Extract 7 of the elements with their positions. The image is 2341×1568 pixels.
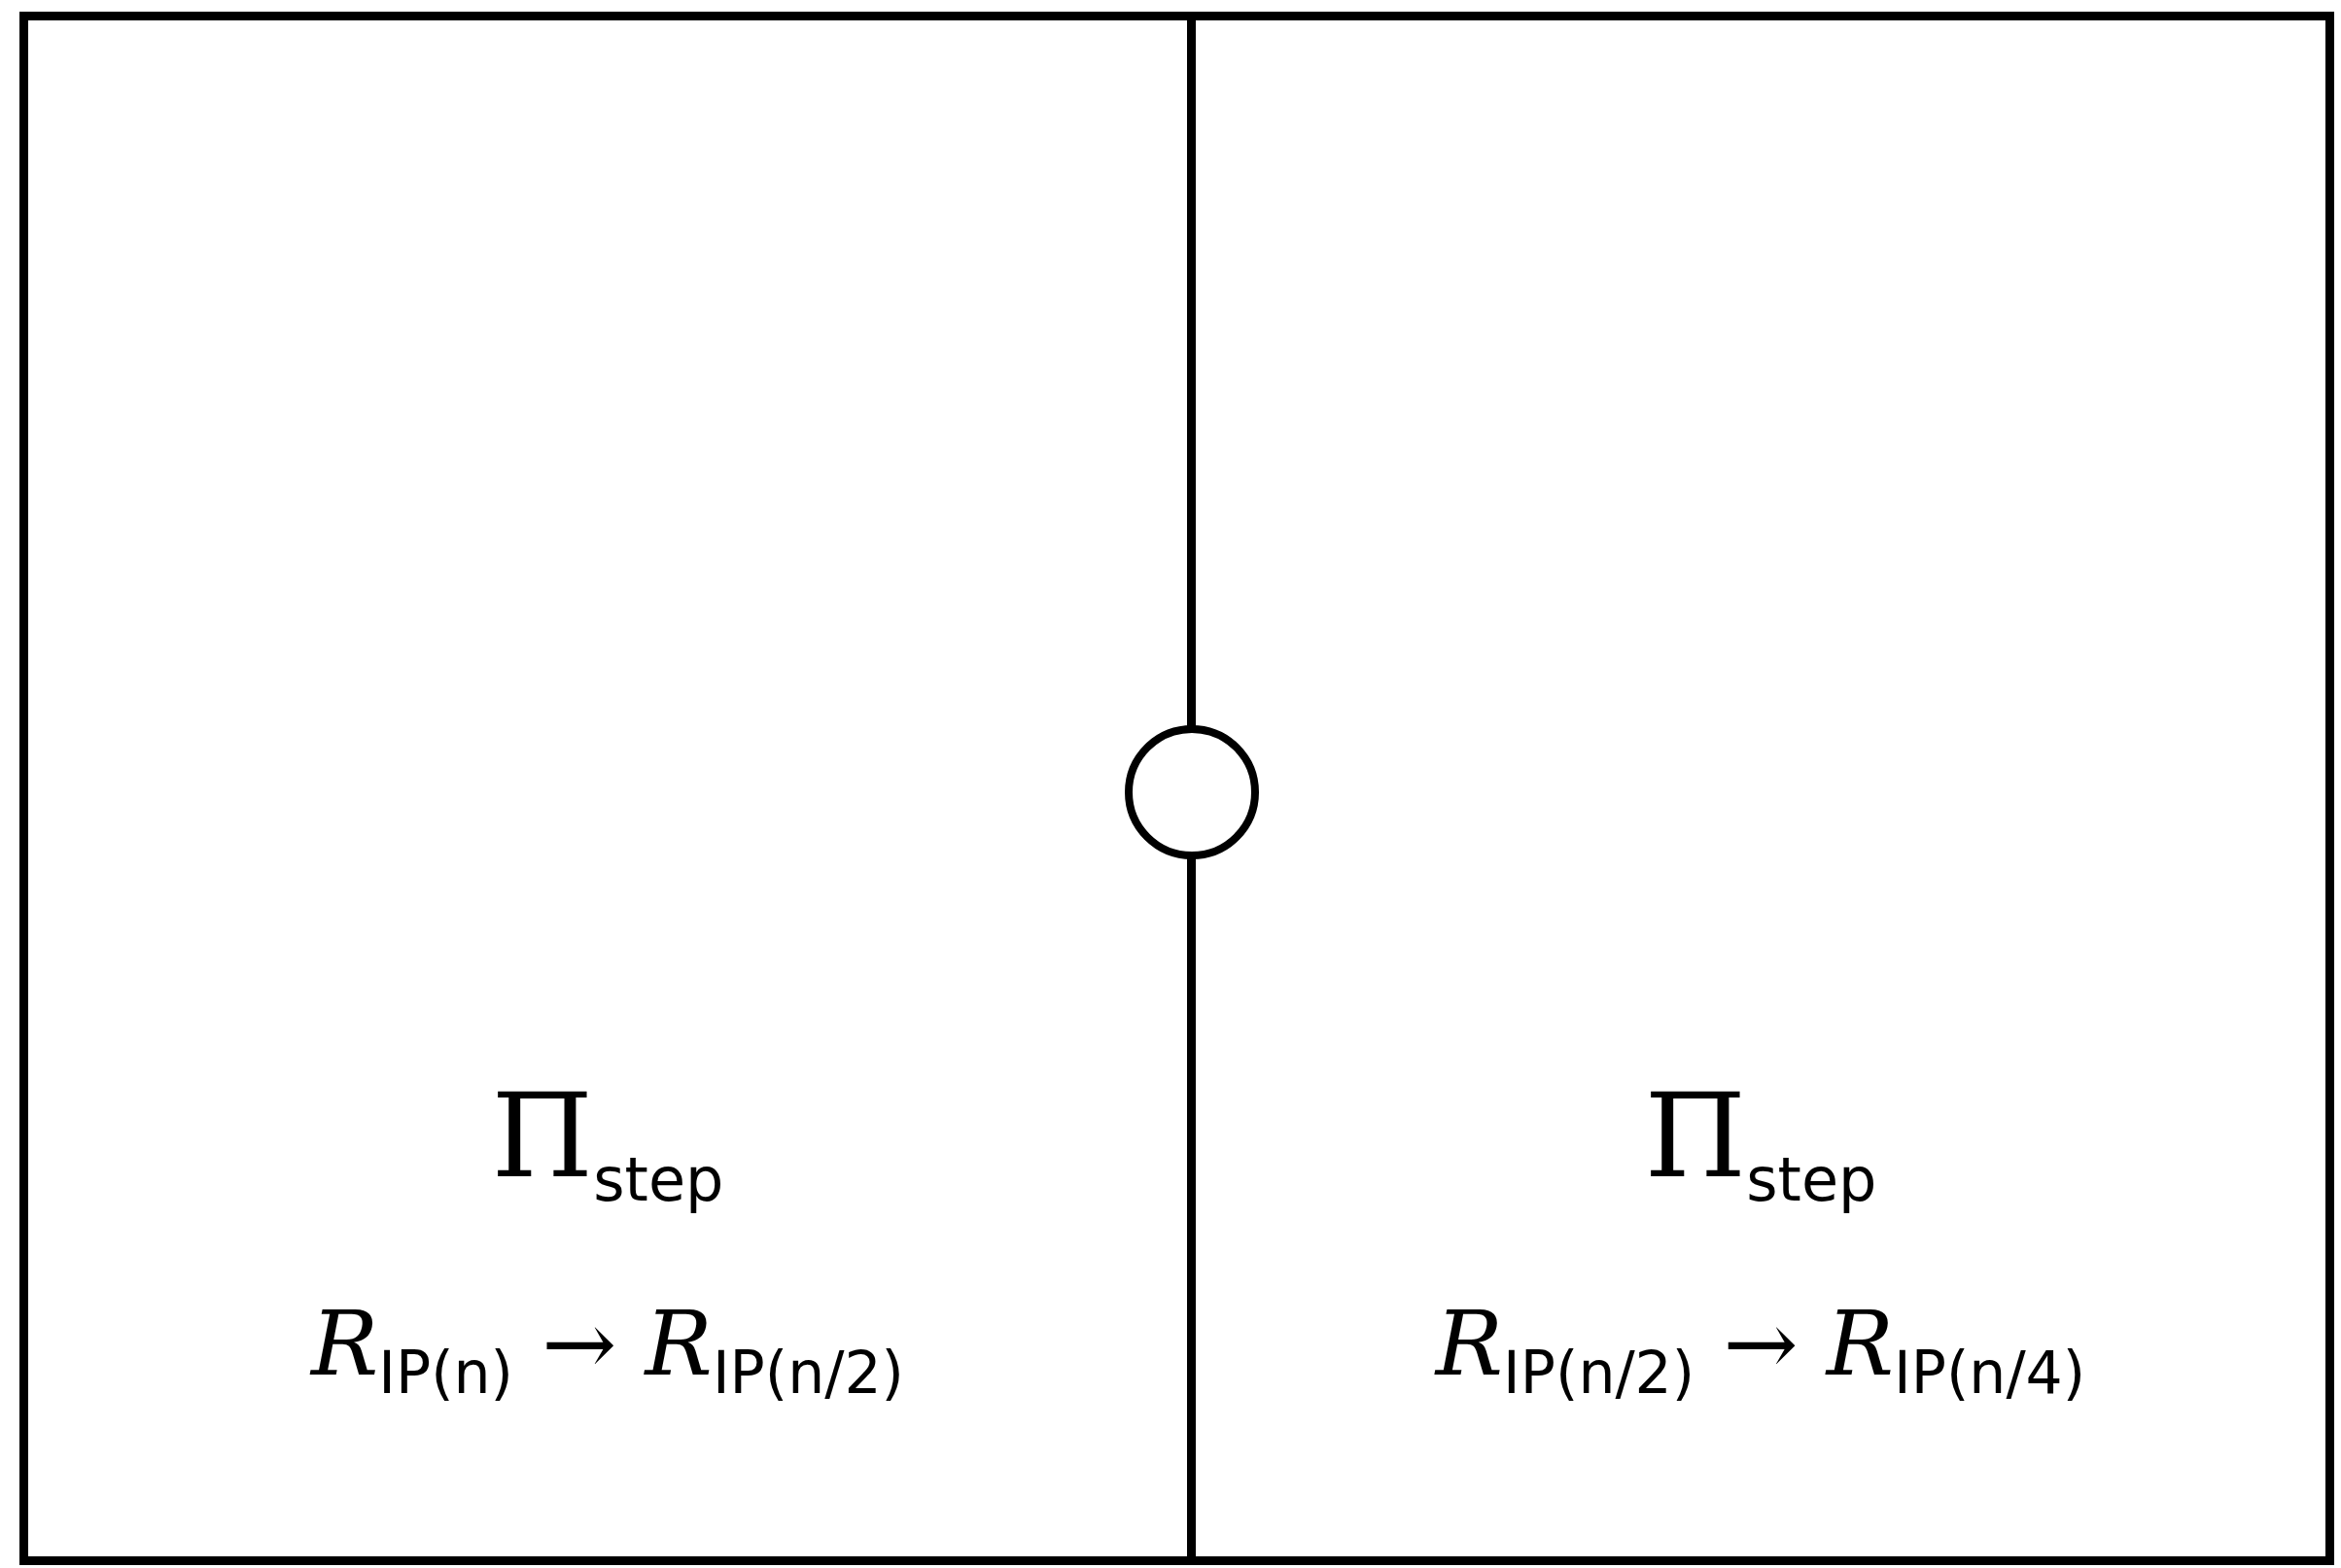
operator-label: Π$_{step}$ <box>1643 1068 1878 1215</box>
panel-box <box>1196 12 2334 1565</box>
transition-formula: R$_{IP(n/2)}$ → R$_{IP(n/4)}$ <box>1433 1292 2087 1408</box>
operator-label: Π$_{step}$ <box>490 1068 725 1215</box>
junction-circle <box>1124 724 1260 860</box>
panel-box <box>19 12 1196 1565</box>
transition-formula: R$_{IP(n)}$ → R$_{IP(n/2)}$ <box>308 1292 905 1408</box>
